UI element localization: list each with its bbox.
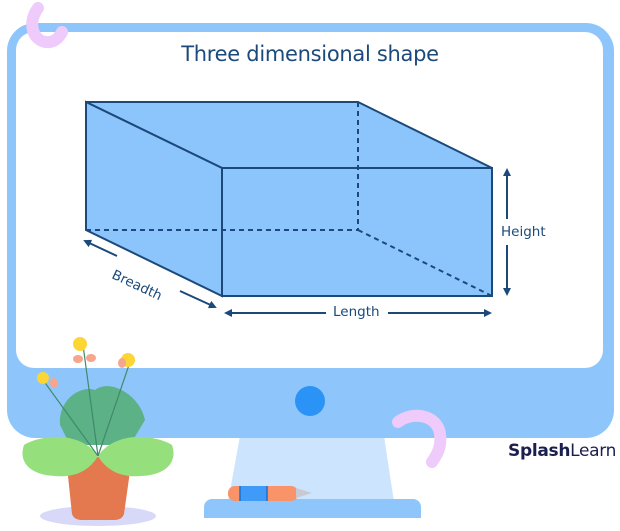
brand-regular: Learn: [570, 441, 617, 461]
monitor-neck: [228, 436, 394, 502]
swirl-decoration-bottom: [392, 409, 447, 468]
cuboid: [85, 100, 493, 298]
pen-icon: [228, 486, 312, 501]
swirl-decoration-top: [26, 2, 68, 49]
length-label: Length: [333, 304, 380, 320]
potted-plant-icon: [22, 337, 174, 526]
breadth-arrow-down: [179, 290, 217, 309]
diagram-title: Three dimensional shape: [181, 42, 439, 66]
cuboid-front-face: [221, 167, 493, 297]
breadth-arrow-up: [83, 239, 118, 257]
splashlearn-logo: SplashLearn: [508, 441, 616, 461]
brand-bold: Splash: [508, 441, 571, 461]
height-label: Height: [501, 224, 546, 240]
power-button[interactable]: [295, 386, 325, 416]
